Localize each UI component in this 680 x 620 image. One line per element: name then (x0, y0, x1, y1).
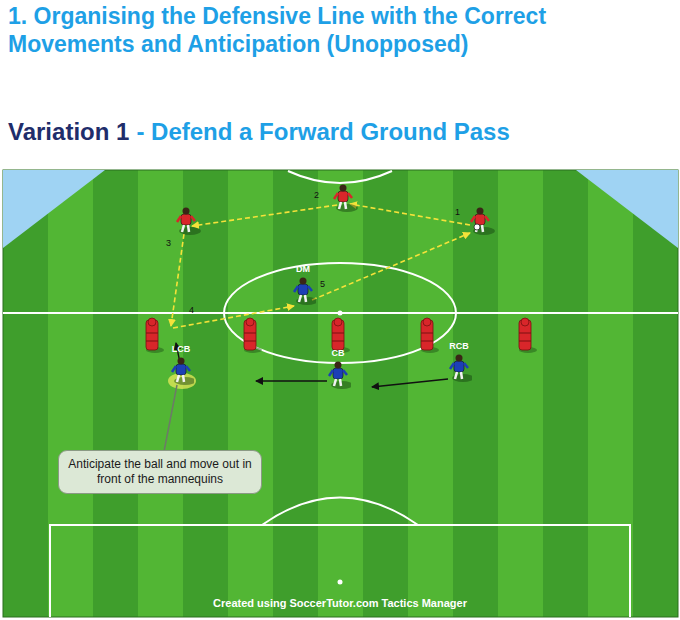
diagram-title: 1. Organising the Defensive Line with th… (8, 2, 672, 58)
callout-pointer (164, 385, 177, 450)
mannequin (421, 318, 439, 353)
player-figure-svg (290, 275, 316, 305)
watermark: Created using SoccerTutor.com Tactics Ma… (213, 597, 467, 610)
subtitle: Variation 1 (8, 118, 129, 146)
player-node: DM (290, 264, 316, 305)
player-figure (329, 362, 351, 390)
player-node: RCB (446, 341, 472, 382)
player-figure-svg (446, 352, 472, 382)
callout-number: 4 (189, 305, 194, 316)
callout-number: 5 (320, 279, 325, 290)
callout-box: Anticipate the ball and move out in fron… (58, 450, 262, 494)
player-node: LCB (168, 344, 194, 385)
callout-text: Anticipate the ball and move out in fron… (67, 457, 253, 487)
player-label: LCB (168, 344, 194, 355)
player-figure (172, 358, 194, 386)
player-label: DM (290, 264, 316, 275)
player-label: RCB (446, 341, 472, 352)
mannequin (244, 318, 262, 353)
player-label: CB (325, 348, 351, 359)
player-node: CB (325, 348, 351, 389)
player-figure-svg (168, 355, 194, 385)
callout-number: 3 (166, 238, 171, 249)
player-figure-svg (325, 359, 351, 389)
callout-number: 1 (455, 207, 460, 218)
mannequin (519, 318, 537, 353)
player-figure (334, 185, 358, 213)
callout-number: 2 (314, 190, 319, 201)
mannequin (332, 318, 350, 353)
mannequin (146, 318, 164, 353)
player-figure (471, 208, 495, 236)
subtitle: - Defend a Forward Ground Pass (136, 118, 509, 146)
player-figure (450, 355, 472, 383)
player-figure (177, 208, 201, 236)
player-figure (294, 278, 316, 306)
